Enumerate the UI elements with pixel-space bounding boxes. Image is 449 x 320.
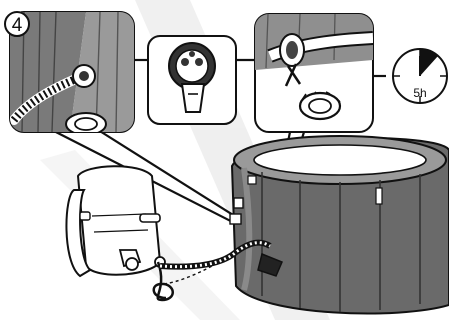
step-number: 4: [12, 15, 23, 36]
timer-label: 5h: [413, 86, 426, 100]
hose-connection-panel: [9, 11, 135, 133]
clock-icon: 5h: [392, 48, 448, 104]
power-cord: [152, 249, 241, 302]
pump-unit: [65, 165, 166, 278]
hose-attachment-panel: [254, 13, 374, 133]
step-badge: 4: [4, 11, 30, 37]
spa-tub: [229, 135, 449, 315]
air-hose: [159, 239, 283, 277]
power-plug-icon: [168, 42, 216, 113]
power-plug-panel: [147, 35, 237, 125]
